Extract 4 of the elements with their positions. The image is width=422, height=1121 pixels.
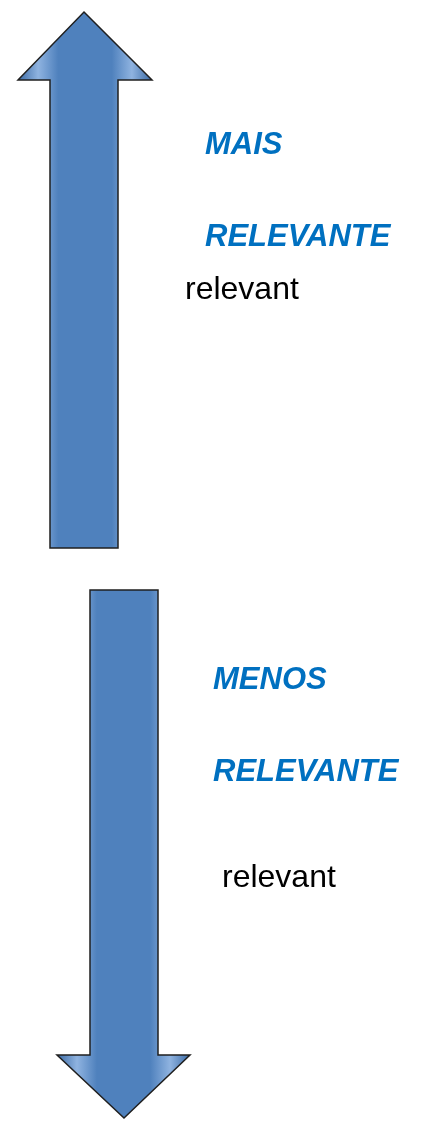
label-text: relevant [222, 858, 337, 894]
label-text: relevant [185, 270, 300, 306]
heading-text: MENOS RELEVANTE [213, 660, 400, 790]
heading-text: MAIS RELEVANTE [205, 125, 392, 255]
